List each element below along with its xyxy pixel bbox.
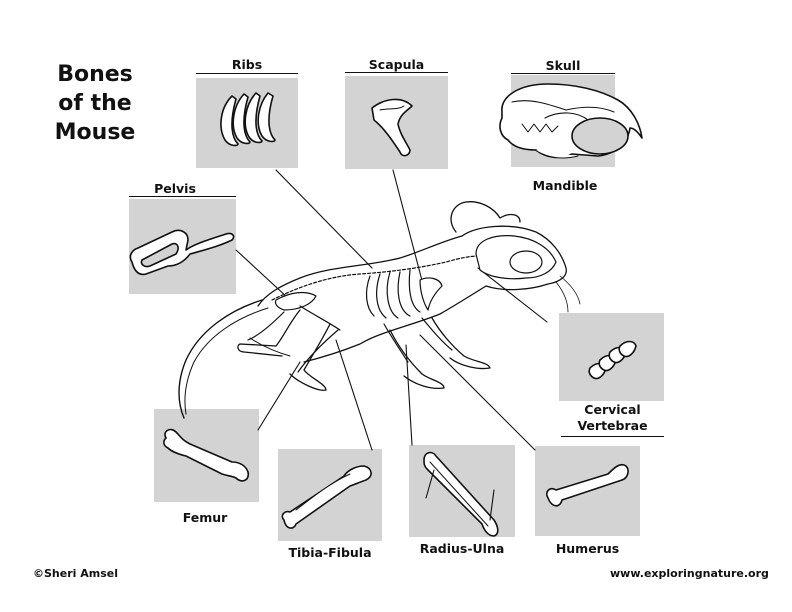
femur-label: Femur [182,510,228,525]
skull-bone-icon [499,83,643,159]
radius-ulna-leader [405,344,413,446]
cervical-rule [561,436,664,437]
scapula-rule [345,72,448,73]
radius-ulna-label: Radius-Ulna [419,541,505,556]
pelvis-leader [235,249,289,299]
ribs-leader [275,169,373,269]
ribs-bone-icon [220,92,276,147]
ribs-rule [196,73,298,74]
cervical-vertebrae-bone-icon [588,340,637,380]
scapula-bone-icon [371,98,413,157]
scapula-leader [392,169,426,293]
pelvis-rule [129,196,236,197]
page-title: Bones of the Mouse [40,60,150,147]
humerus-leader [419,334,536,451]
mandible-label: Mandible [532,178,598,193]
mouse-body-outline [178,201,581,419]
cervical-label-line-1: Cervical [584,402,641,417]
scapula-label: Scapula [368,57,425,72]
radius-ulna-bone-icon [423,451,499,537]
mouse-skeleton [247,235,557,373]
humerus-bone-icon [545,463,629,507]
ribs-label: Ribs [231,57,263,72]
title-line-2: of the [58,91,132,116]
femur-leader [257,361,301,431]
skull-rule [511,73,615,74]
pelvis-bone-icon [129,229,235,276]
tibia-fibula-bone-icon [281,465,372,529]
pelvis-label: Pelvis [154,181,196,196]
title-line-3: Mouse [54,120,136,145]
tibia-fibula-label: Tibia-Fibula [288,545,372,560]
tibia-fibula-leader [335,339,373,451]
skull-label: Skull [545,58,581,73]
humerus-label: Humerus [555,541,620,556]
femur-bone-icon [163,428,250,482]
cervical-label-line-2: Vertebrae [577,418,648,433]
copyright-text: ©Sheri Amsel [33,567,118,580]
title-line-1: Bones [57,62,133,87]
website-link[interactable]: www.exploringnature.org [610,567,769,580]
cervical-leader [477,267,548,323]
leader-lines [235,169,548,451]
